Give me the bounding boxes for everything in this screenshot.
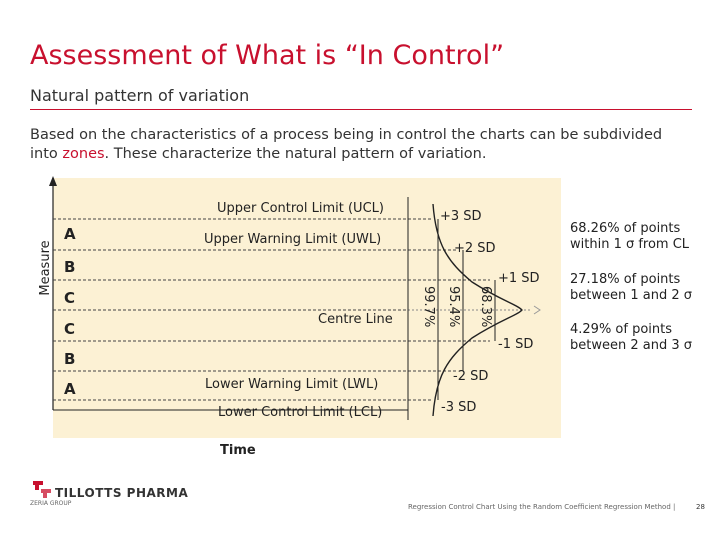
lcl-label: Lower Control Limit (LCL) (218, 405, 383, 420)
y-axis-arrow (49, 176, 57, 186)
intro-text-start: Based on the characteristics of a proces… (30, 127, 663, 162)
zone-b-lower: B (64, 350, 76, 368)
company-logo-subtext: ZERIA GROUP (30, 500, 72, 507)
company-logo-text: TILLOTTS PHARMA (55, 486, 189, 500)
ucl-label: Upper Control Limit (UCL) (217, 201, 384, 216)
uwl-label: Upper Warning Limit (UWL) (204, 232, 382, 247)
x-axis-label: Time (220, 443, 256, 458)
note-two-to-three-sigma: 4.29% of points between 2 and 3 σ (570, 322, 692, 354)
zone-c-lower: C (64, 320, 76, 338)
intro-paragraph: Based on the characteristics of a proces… (30, 126, 670, 164)
intro-text-end: . These characterize the natural pattern… (104, 146, 487, 162)
zone-c-upper: C (64, 289, 76, 307)
note-one-to-two-sigma: 27.18% of points between 1 and 2 σ (570, 272, 692, 304)
zone-a-lower: A (64, 380, 76, 398)
title-divider (30, 109, 692, 110)
minus-one-sd-label: -1 SD (498, 337, 534, 352)
control-chart-background (53, 178, 561, 438)
intro-text-highlight: zones (62, 146, 105, 162)
plus-two-sd-label: +2 SD (454, 241, 496, 256)
note-one-to-two-sigma-line1: 27.18% of points (570, 272, 681, 287)
footer-caption: Regression Control Chart Using the Rando… (408, 503, 676, 511)
coverage-68-3-label: 68.3% (478, 286, 493, 328)
plus-three-sd-label: +3 SD (440, 209, 482, 224)
coverage-95-4-label: 95.4% (446, 286, 461, 328)
coverage-99-7-label: 99.7% (421, 286, 436, 328)
normal-distribution-curve (432, 203, 523, 417)
zone-a-upper: A (64, 225, 76, 243)
y-axis-label: Measure (38, 240, 53, 296)
page-subtitle: Natural pattern of variation (30, 86, 250, 105)
note-two-to-three-sigma-line1: 4.29% of points (570, 322, 673, 337)
centre-arrow (533, 305, 541, 315)
minus-two-sd-label: -2 SD (453, 369, 489, 384)
lwl-label: Lower Warning Limit (LWL) (205, 377, 379, 392)
note-within-one-sigma-line2: within 1 σ from CL (570, 237, 690, 252)
zone-b-upper: B (64, 258, 76, 276)
note-two-to-three-sigma-line2: between 2 and 3 σ (570, 338, 692, 353)
centre-line-label: Centre Line (318, 312, 393, 327)
page-title: Assessment of What is “In Control” (30, 40, 505, 71)
note-one-to-two-sigma-line2: between 1 and 2 σ (570, 288, 692, 303)
company-logo-icon (33, 481, 51, 498)
minus-three-sd-label: -3 SD (441, 400, 477, 415)
note-within-one-sigma: 68.26% of points within 1 σ from CL (570, 221, 689, 253)
note-within-one-sigma-line1: 68.26% of points (570, 221, 681, 236)
page-number: 28 (696, 503, 705, 511)
plus-one-sd-label: +1 SD (498, 271, 540, 286)
